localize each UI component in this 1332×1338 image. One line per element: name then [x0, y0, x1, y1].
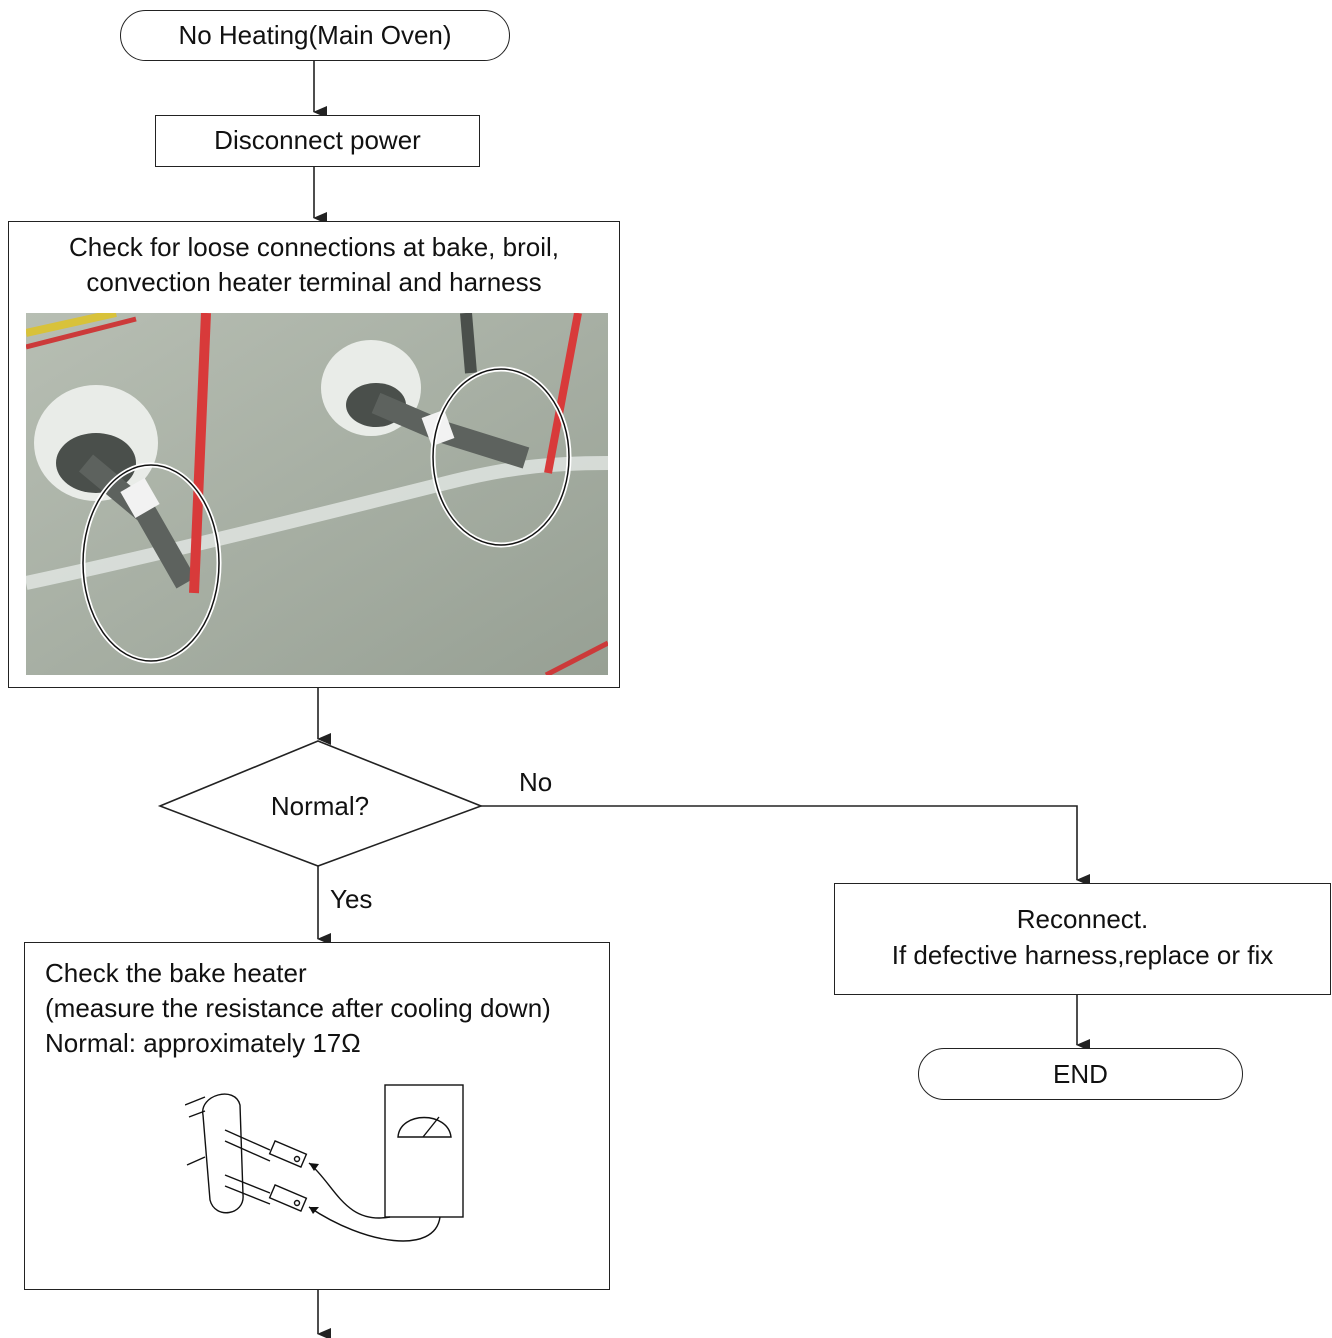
- end-label: END: [1053, 1059, 1108, 1089]
- end-terminator: [918, 1048, 1243, 1100]
- bake-heater-line2: (measure the resistance after cooling do…: [45, 993, 551, 1023]
- heater-terminal-photo: [26, 313, 608, 675]
- check-connections-line2: convection heater terminal and harness: [86, 267, 542, 297]
- reconnect-line2: If defective harness,replace or fix: [891, 940, 1274, 970]
- disconnect-power-label: Disconnect power: [214, 125, 421, 155]
- reconnect-step: [834, 883, 1331, 995]
- bake-heater-line1: Check the bake heater: [45, 958, 307, 988]
- bake-heater-step: [24, 942, 610, 1290]
- decision-diamond: [157, 740, 484, 867]
- decision-no-label: No: [519, 767, 553, 797]
- start-label: No Heating(Main Oven): [178, 20, 452, 50]
- decision-yes-label: Yes: [330, 884, 373, 914]
- decision-label: Normal?: [270, 791, 370, 821]
- ohmmeter-icon: [185, 1084, 464, 1242]
- start-terminator: [120, 10, 510, 61]
- reconnect-line1: Reconnect.: [1016, 904, 1149, 934]
- bake-heater-line3: Normal: approximately 17Ω: [45, 1028, 361, 1058]
- arrow-no-to-reconnect: [481, 805, 1090, 886]
- check-connections-line1: Check for loose connections at bake, bro…: [69, 232, 559, 262]
- disconnect-power-step: [155, 115, 480, 167]
